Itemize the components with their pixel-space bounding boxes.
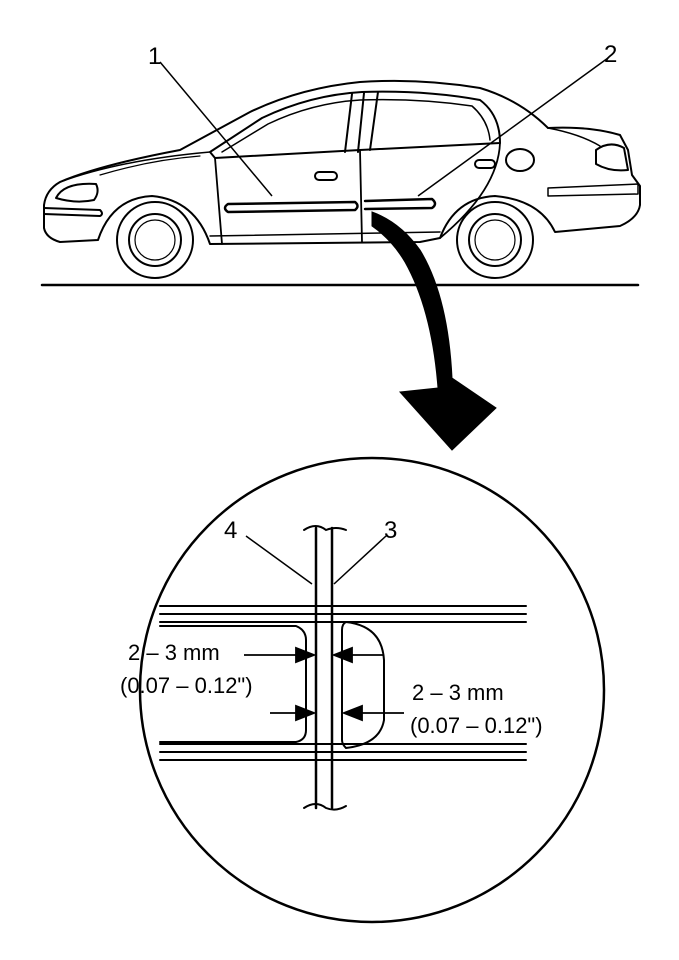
hood-line: [59, 151, 211, 183]
front-door-outline: [214, 149, 363, 245]
trunk-line: [547, 127, 601, 147]
callout-3: 3: [384, 517, 397, 544]
dimension-right-metric: 2 – 3 mm: [412, 680, 504, 705]
taillight: [595, 143, 629, 172]
side-molding-rear: [363, 197, 437, 211]
break-mark-bottom: [303, 803, 347, 811]
detail-circle: [138, 456, 606, 924]
zoom-arrow: [371, 211, 497, 451]
callout-1: 1: [148, 43, 161, 70]
callout-2: 2: [604, 41, 617, 68]
front-bumper-strip: [43, 207, 103, 217]
front-door-handle: [314, 171, 338, 181]
hood-crease: [99, 155, 201, 176]
car-body-outline: [43, 79, 641, 245]
rear-door-handle: [474, 159, 496, 169]
leader-line-1: [159, 61, 273, 197]
window-outline: [209, 90, 501, 159]
break-mark-top: [303, 525, 347, 532]
dimension-right-imperial: (0.07 – 0.12"): [410, 713, 543, 738]
callout-4: 4: [224, 517, 237, 544]
fuel-door: [505, 148, 535, 172]
detail-view: [159, 525, 527, 811]
dimension-left-metric: 2 – 3 mm: [128, 640, 220, 665]
car-side-view: [40, 79, 641, 287]
headlight: [55, 182, 99, 203]
rear-bumper-strip: [547, 183, 639, 197]
rear-door-outline: [439, 142, 501, 239]
rear-wheel: [456, 201, 534, 279]
leader-line-4: [245, 535, 313, 585]
left-molding-end: [159, 625, 307, 743]
window-inner-line: [221, 98, 491, 153]
leader-line-3: [333, 535, 387, 585]
side-molding-front: [223, 200, 359, 214]
leader-line-2: [417, 57, 609, 197]
dimension-right-arrows: [270, 704, 404, 722]
dimension-left-imperial: (0.07 – 0.12"): [120, 673, 253, 698]
front-wheel: [116, 201, 194, 279]
right-molding-end: [341, 620, 385, 750]
dimension-left-arrows: [244, 646, 384, 664]
b-pillar: [344, 91, 379, 153]
